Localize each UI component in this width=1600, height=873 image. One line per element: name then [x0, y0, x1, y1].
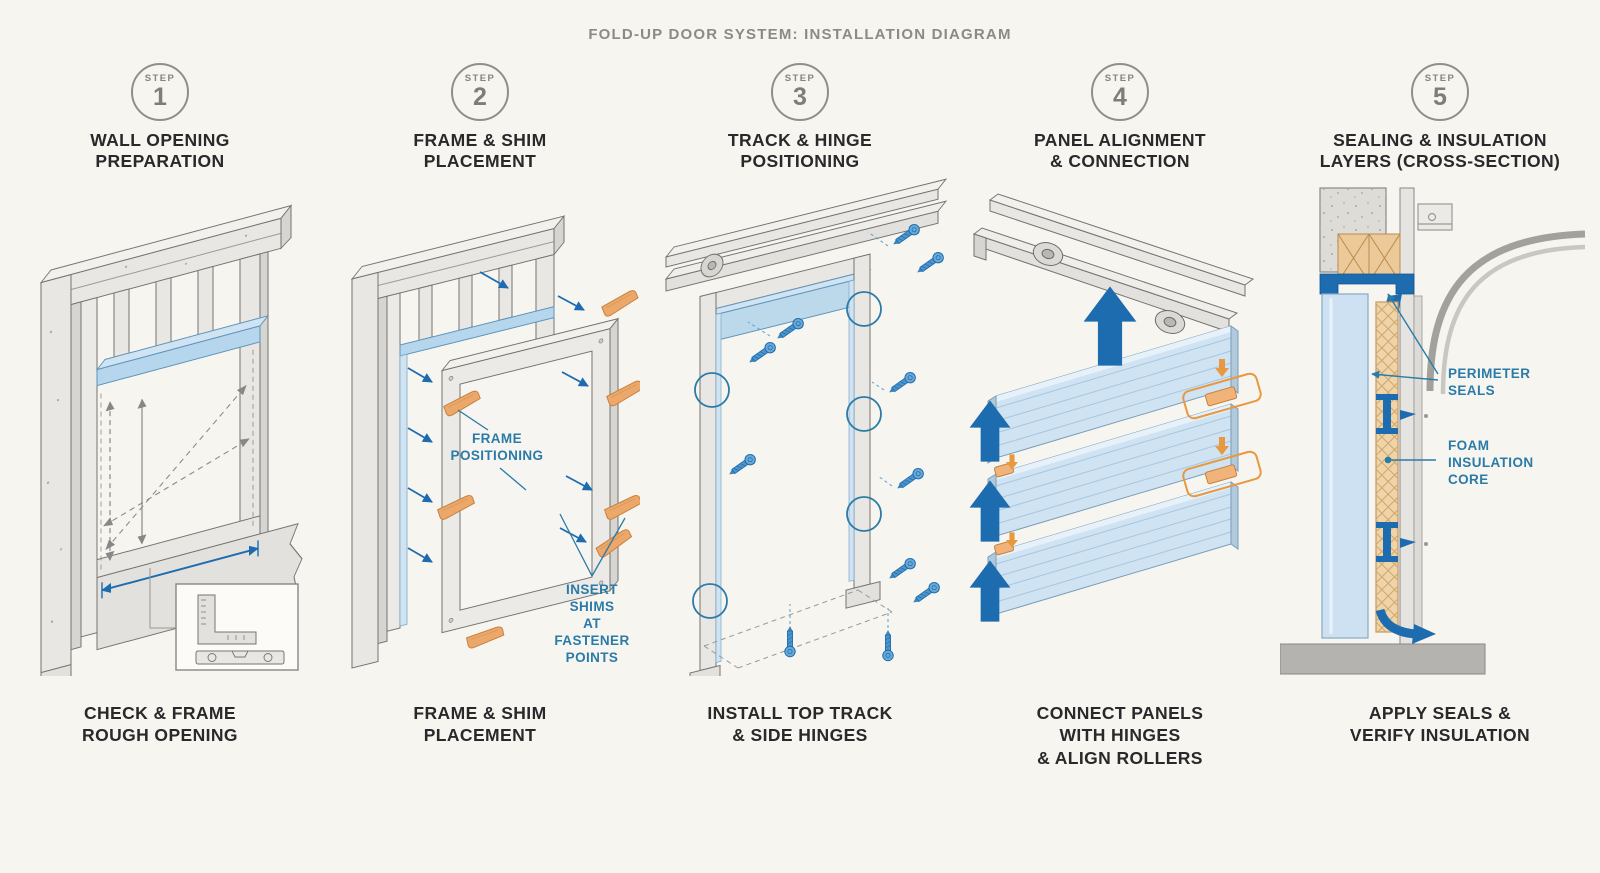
bottom-dimension-arrow — [101, 540, 259, 599]
level-icon — [195, 650, 285, 665]
bottom-seal-sweep — [1375, 608, 1417, 639]
roller-bracket — [1417, 203, 1453, 231]
step-1-badge: STEP 1 — [131, 63, 189, 121]
step-5-heading: SEALING & INSULATION LAYERS (CROSS-SECTI… — [1319, 130, 1561, 172]
left-stud — [40, 273, 72, 674]
annotation-leader-lines — [457, 409, 626, 578]
screw-guide-lines — [747, 231, 893, 628]
step-number: 3 — [793, 82, 807, 111]
step-2-column: STEP 2 FRAME & SHIM PLACEMENT — [320, 63, 640, 769]
cross-section-drawing — [1280, 187, 1586, 675]
step-5-column: STEP 5 SEALING & INSULATION LAYERS (CROS… — [1280, 63, 1600, 769]
up-arrow-icon — [1083, 286, 1137, 366]
step-3-heading: TRACK & HINGE POSITIONING — [727, 130, 873, 172]
curved-track — [1426, 230, 1586, 392]
shim-icon — [465, 625, 506, 650]
blue-header — [96, 325, 261, 387]
foam-insulation-core — [1375, 301, 1399, 633]
step-2-heading: FRAME & SHIM PLACEMENT — [413, 130, 547, 172]
floor-slab — [1280, 643, 1486, 675]
wall-opening-drawing — [39, 204, 303, 676]
screw-icon — [882, 629, 894, 662]
screw-icon — [909, 579, 942, 608]
insert-shims-annotation: INSERT SHIMS AT FASTENER POINTS — [554, 582, 630, 665]
step-1-column: STEP 1 WALL OPENING PREPARATION — [0, 63, 320, 769]
step-2-badge: STEP 2 — [451, 63, 509, 121]
door-frame-assembly — [664, 178, 948, 676]
steps-row: STEP 1 WALL OPENING PREPARATION — [0, 63, 1600, 769]
foam-core-annotation: FOAM INSULATION CORE — [1448, 438, 1534, 487]
right-jamb — [853, 253, 871, 589]
step-number: 5 — [1433, 82, 1447, 111]
left-jamb — [699, 291, 717, 672]
step-label: STEP — [1424, 73, 1456, 85]
step-label: STEP — [464, 73, 496, 85]
blue-header — [399, 306, 555, 357]
step-number: 1 — [153, 82, 167, 111]
step-4-column: STEP 4 PANEL ALIGNMENT & CONNECTION — [960, 63, 1280, 769]
curved-track-inner — [1440, 244, 1586, 395]
blue-jamb-liner — [399, 353, 408, 627]
diagram-board: FOLD-UP DOOR SYSTEM: INSTALLATION DIAGRA… — [0, 26, 1600, 769]
positioning-arrows — [407, 271, 593, 563]
step-label: STEP — [784, 73, 816, 85]
step-3-column: STEP 3 TRACK & HINGE POSITIONING — [640, 63, 960, 769]
step-5-illustration: PERIMETER SEALS FOAM INSULATION CORE — [1280, 176, 1600, 676]
inset-tools — [175, 583, 299, 671]
step-4-caption: CONNECT PANELS WITH HINGES & ALIGN ROLLE… — [1036, 703, 1204, 768]
seal-connectors — [1376, 394, 1428, 562]
step-number: 4 — [1113, 82, 1127, 111]
step-label: STEP — [1104, 73, 1136, 85]
screw-icon — [893, 465, 926, 494]
step-3-caption: INSTALL TOP TRACK & SIDE HINGES — [707, 703, 893, 746]
track-hinge-drawing — [664, 178, 948, 676]
step-2-caption: FRAME & SHIM PLACEMENT — [413, 703, 547, 746]
screw-icon — [784, 625, 796, 658]
rollers — [1032, 242, 1186, 334]
screw-icon — [913, 249, 946, 278]
door-panel-section — [1321, 293, 1369, 639]
shim-icon — [599, 288, 640, 318]
speckles — [46, 234, 248, 623]
panel-alignment-drawing — [969, 193, 1262, 622]
step-1-heading: WALL OPENING PREPARATION — [90, 130, 230, 172]
annotation-leader-lines — [1371, 293, 1439, 464]
door-frame — [440, 317, 620, 634]
step-4-illustration — [960, 176, 1280, 676]
screw-icon — [885, 369, 918, 398]
frame-positioning-annotation: FRAME POSITIONING — [450, 431, 544, 463]
floor-projection-dashed — [703, 589, 893, 669]
step-3-badge: STEP 3 — [771, 63, 829, 121]
top-track — [664, 178, 948, 292]
screw-icon — [745, 339, 778, 368]
bottom-seal-arrow — [1412, 624, 1436, 644]
step-5-caption: APPLY SEALS & VERIFY INSULATION — [1349, 703, 1531, 746]
right-stud — [239, 253, 261, 560]
perimeter-seals-annotation: PERIMETER SEALS — [1448, 366, 1531, 398]
step-1-caption: CHECK & FRAME ROUGH OPENING — [82, 703, 238, 746]
step-3-illustration — [640, 176, 960, 676]
inset-leader-line — [149, 568, 176, 629]
step-label: STEP — [144, 73, 176, 85]
step-4-heading: PANEL ALIGNMENT & CONNECTION — [1034, 130, 1206, 172]
screw-icon — [885, 555, 918, 584]
step-number: 2 — [473, 82, 487, 111]
wall-frame — [350, 214, 620, 669]
step-1-illustration — [0, 176, 320, 676]
hinge-circles — [692, 291, 882, 619]
step-2-illustration: FRAME POSITIONING INSERT SHIMS AT FASTEN… — [320, 176, 640, 676]
step-5-badge: STEP 5 — [1411, 63, 1469, 121]
perimeter-seal-top — [1319, 273, 1415, 295]
frame-shim-drawing — [350, 214, 640, 669]
dimension-arrows — [100, 349, 254, 571]
framing-square-icon — [197, 594, 257, 645]
diagram-title: FOLD-UP DOOR SYSTEM: INSTALLATION DIAGRA… — [588, 26, 1012, 43]
step-4-badge: STEP 4 — [1091, 63, 1149, 121]
hinge-connectors — [993, 372, 1262, 556]
screw-icon — [725, 451, 758, 480]
